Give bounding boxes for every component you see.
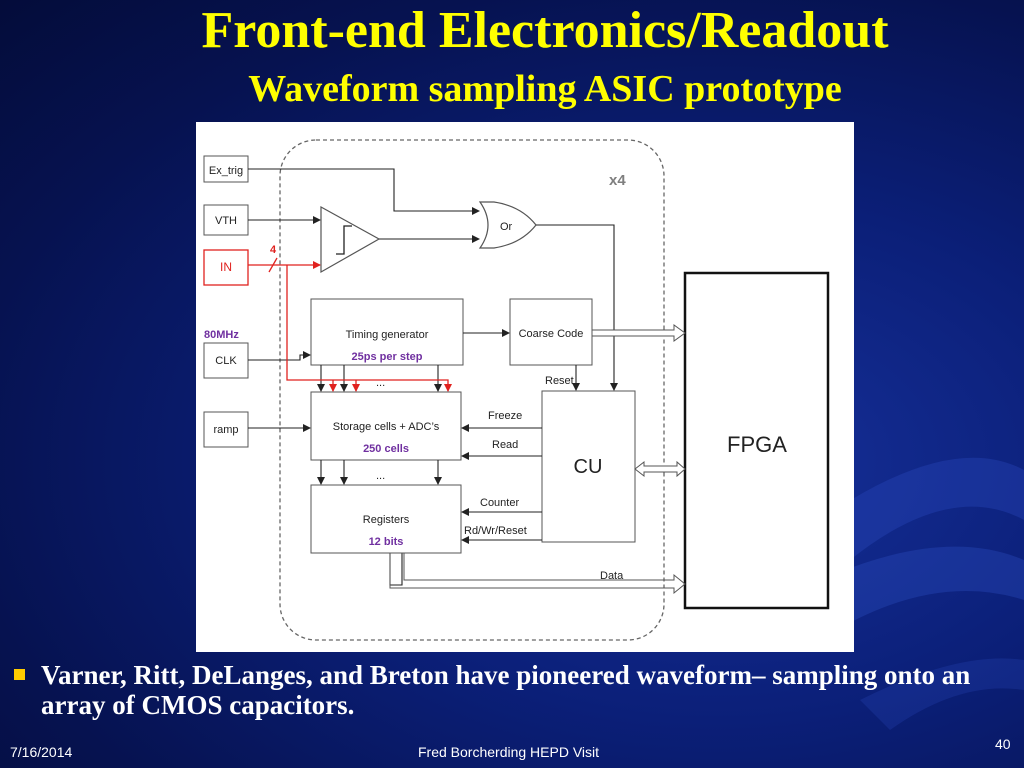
storage-cells-label: Storage cells + ADC’s: [333, 421, 440, 433]
fpga-block: [683, 271, 830, 610]
clk-label: CLK: [215, 355, 237, 367]
comparator-triangle: [320, 205, 381, 274]
multiplicity-label: x4: [609, 172, 626, 189]
clk-frequency-label: 80MHz: [204, 329, 239, 341]
timing-generator-block: [310, 298, 464, 366]
storage-cells-block: [310, 391, 462, 461]
ellipsis-label-upper: ...: [376, 377, 385, 389]
coarse-code-label: Coarse Code: [519, 328, 584, 340]
coarse-code-block: [509, 298, 593, 366]
bullet-square-icon: [14, 669, 25, 680]
cu-label: CU: [574, 456, 603, 478]
comparator-symbol: [336, 225, 352, 255]
storage-count-label: 250 cells: [363, 443, 409, 455]
counter-signal-label: Counter: [480, 497, 519, 509]
input-bus-wires: [248, 257, 452, 392]
slide-number: 40: [995, 736, 1011, 752]
ex-trig-label: Ex_trig: [209, 165, 243, 177]
cu-block: [541, 390, 636, 543]
ramp-label: ramp: [213, 424, 238, 436]
bullet-item: Varner, Ritt, DeLanges, and Breton have …: [41, 660, 971, 720]
ellipsis-label-lower: ...: [376, 470, 385, 482]
in-box: [203, 249, 249, 286]
reset-signal-label: Reset: [545, 375, 574, 387]
timing-generator-label: Timing generator: [346, 329, 429, 341]
footer-date: 7/16/2014: [10, 744, 73, 760]
ex-trig-box: [203, 155, 249, 183]
read-signal-label: Read: [492, 439, 518, 451]
timing-step-label: 25ps per step: [352, 351, 423, 363]
clk-box: [203, 342, 249, 379]
ramp-box: [203, 411, 249, 448]
footer-presenter: Fred Borcherding HEPD Visit: [418, 744, 600, 760]
asic-boundary: [279, 139, 665, 641]
bus-arrows: [389, 324, 686, 595]
freeze-signal-label: Freeze: [488, 410, 522, 422]
rdwr-reset-signal-label: Rd/Wr/Reset: [464, 525, 527, 537]
data-signal-label: Data: [600, 570, 624, 582]
or-gate-label: Or: [500, 221, 513, 233]
registers-block: [310, 484, 462, 554]
slide-title: Front-end Electronics/Readout: [201, 2, 889, 59]
in-width-label: 4: [270, 244, 277, 256]
asic-block-diagram: x4 Ex_trig VTH IN 4 80MHz CLK ramp Or Ti…: [203, 139, 830, 641]
slide-subtitle: Waveform sampling ASIC prototype: [248, 68, 842, 110]
fpga-label: FPGA: [727, 432, 787, 457]
vth-label: VTH: [215, 215, 237, 227]
or-gate: [478, 201, 537, 249]
in-label: IN: [220, 260, 232, 274]
registers-label: Registers: [363, 514, 410, 526]
vth-box: [203, 204, 249, 236]
block-diagram-panel: x4 Ex_trig VTH IN 4 80MHz CLK ramp Or Ti…: [196, 122, 854, 652]
register-bits-label: 12 bits: [369, 536, 404, 548]
